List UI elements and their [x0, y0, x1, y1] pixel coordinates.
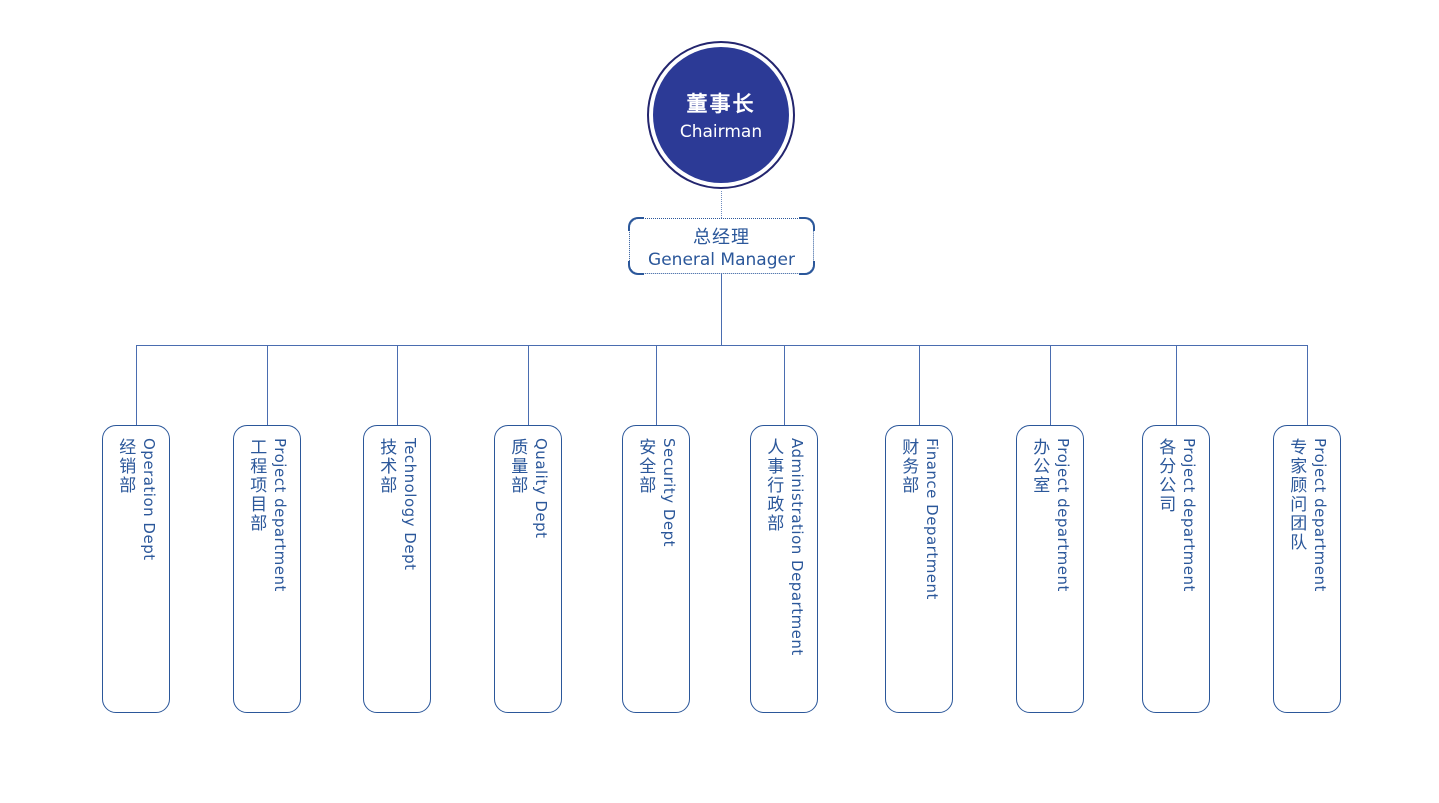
- chairman-node: 董事长 Chairman: [647, 41, 795, 189]
- general-manager-node: 总经理 General Manager: [628, 217, 815, 275]
- department-name-en: Quality Dept: [532, 438, 550, 539]
- department-name-en: Project department: [1180, 438, 1198, 592]
- connector-stub: [267, 345, 268, 425]
- connector-bus: [136, 345, 1307, 346]
- connector-stub: [656, 345, 657, 425]
- department-name-en: Operation Dept: [140, 438, 158, 561]
- department-box: 财务部 Finance Department: [885, 425, 953, 713]
- department-box: 经销部 Operation Dept: [102, 425, 170, 713]
- department-name-zh: 财务部: [898, 438, 919, 495]
- connector-stub: [784, 345, 785, 425]
- department-name-en: Project department: [271, 438, 289, 592]
- department-name-zh: 各分公司: [1155, 438, 1176, 514]
- department-box: 技术部 Technology Dept: [363, 425, 431, 713]
- chairman-title-en: Chairman: [679, 122, 763, 142]
- connector-stub: [1307, 345, 1308, 425]
- chairman-title-zh: 董事长: [686, 92, 756, 116]
- department-name-zh: 工程项目部: [246, 438, 267, 533]
- department-name-zh: 办公室: [1029, 438, 1050, 495]
- corner-accent-top-left: [628, 217, 644, 231]
- connector-stub: [528, 345, 529, 425]
- general-manager-title-zh: 总经理: [693, 226, 750, 248]
- corner-accent-bottom-right: [799, 261, 815, 275]
- connector-stub: [919, 345, 920, 425]
- connector-gm-bus: [721, 274, 722, 345]
- department-box: 质量部 Quality Dept: [494, 425, 562, 713]
- department-name-zh: 质量部: [507, 438, 528, 495]
- department-box: 专家顾问团队 Project department: [1273, 425, 1341, 713]
- department-name-zh: 安全部: [635, 438, 656, 495]
- department-name-en: Project department: [1054, 438, 1072, 592]
- department-name-zh: 技术部: [376, 438, 397, 495]
- department-name-en: Administration Department: [788, 438, 806, 656]
- department-name-en: Project department: [1311, 438, 1329, 592]
- connector-chairman-gm: [721, 191, 722, 218]
- department-box: 人事行政部 Administration Department: [750, 425, 818, 713]
- department-name-zh: 人事行政部: [763, 438, 784, 533]
- department-name-en: Finance Department: [923, 438, 941, 600]
- department-name-zh: 经销部: [115, 438, 136, 495]
- general-manager-title-en: General Manager: [648, 249, 795, 270]
- department-name-zh: 专家顾问团队: [1286, 438, 1307, 552]
- department-name-en: Security Dept: [660, 438, 678, 548]
- corner-accent-bottom-left: [628, 261, 644, 275]
- chairman-node-fill: 董事长 Chairman: [653, 47, 789, 183]
- department-name-en: Technology Dept: [401, 438, 419, 571]
- department-box: 各分公司 Project department: [1142, 425, 1210, 713]
- department-box: 安全部 Security Dept: [622, 425, 690, 713]
- department-box: 办公室 Project department: [1016, 425, 1084, 713]
- connector-stub: [136, 345, 137, 425]
- connector-stub: [1050, 345, 1051, 425]
- corner-accent-top-right: [799, 217, 815, 231]
- connector-stub: [397, 345, 398, 425]
- connector-stub: [1176, 345, 1177, 425]
- department-box: 工程项目部 Project department: [233, 425, 301, 713]
